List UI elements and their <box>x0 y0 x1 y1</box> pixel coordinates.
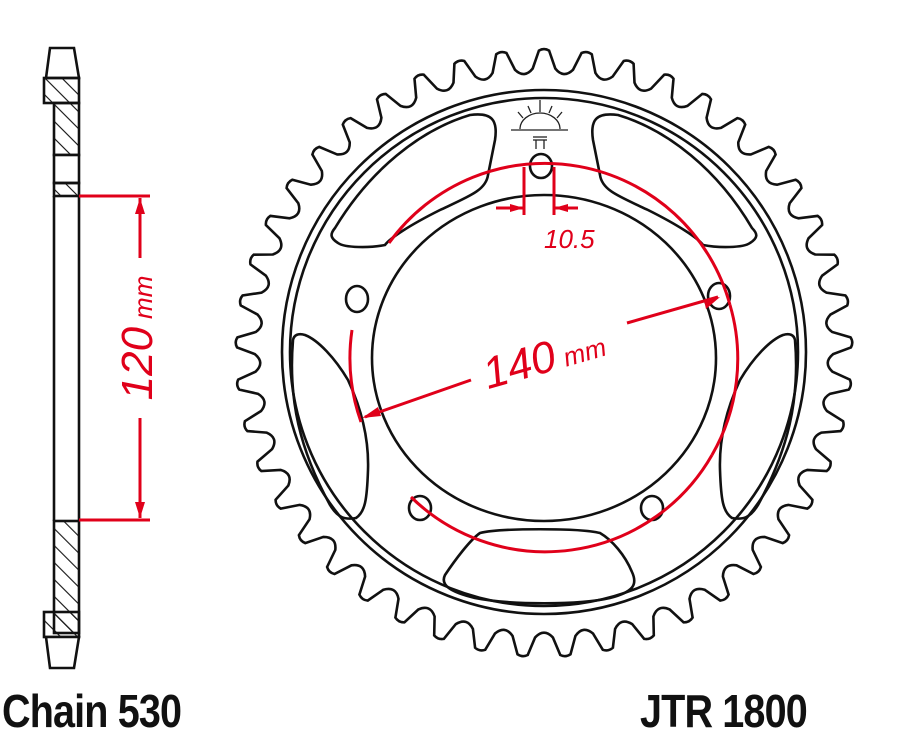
bolt-dim-arrow-left <box>510 204 524 212</box>
offset-dimension-label: 120mm <box>113 276 162 401</box>
profile-tooth-top <box>44 46 81 80</box>
pcd-arrow-right <box>704 297 720 309</box>
cutout-left <box>290 332 370 520</box>
profile-tooth-bottom <box>44 635 81 670</box>
lightening-cutouts <box>290 113 798 605</box>
pcd-dimension <box>348 161 740 554</box>
pcd-arc-bottom <box>409 454 714 554</box>
pcd-arc-top <box>387 161 732 306</box>
bolt-hole-top <box>528 152 554 180</box>
cutout-bottom <box>442 527 636 605</box>
pcd-arrow-left <box>362 407 381 418</box>
profile-slot-top <box>52 153 81 185</box>
jt-logo-icon <box>511 100 568 149</box>
pcd-arc-left <box>348 329 363 423</box>
bolt-hole-dimension-label: 10.5 <box>544 224 595 254</box>
cutout-top-right <box>591 113 758 249</box>
profile-hub-top-hatched <box>52 101 81 157</box>
side-profile-view <box>42 46 81 670</box>
bolt-hole-bottom-right <box>639 494 665 522</box>
pcd-arc-right <box>710 304 740 456</box>
bolt-hole-left <box>344 284 370 314</box>
pcd-leader-left <box>364 378 472 419</box>
part-number-label: JTR 1800 <box>640 685 808 737</box>
bolt-hole-bottom-left <box>407 494 433 522</box>
cutout-right <box>718 332 798 520</box>
offset-dimension <box>79 194 150 522</box>
sprocket-front-view <box>234 47 854 658</box>
pcd-leader-right <box>626 295 719 325</box>
sprocket-teeth-outline <box>234 47 854 658</box>
cutout-top-left <box>330 113 497 249</box>
rim-inner-line <box>288 96 800 608</box>
bolt-dim-arrow-right <box>554 204 568 212</box>
rim-outer-line <box>280 88 808 616</box>
center-bore <box>370 193 718 523</box>
profile-rim-bottom <box>42 610 81 639</box>
profile-rim-top <box>42 76 81 105</box>
chain-size-label: Chain 530 <box>2 685 182 737</box>
profile-hub-top-small-hatch <box>52 181 81 198</box>
bolt-hole-right <box>706 281 732 311</box>
pcd-dimension-label: 140mm <box>477 317 610 398</box>
